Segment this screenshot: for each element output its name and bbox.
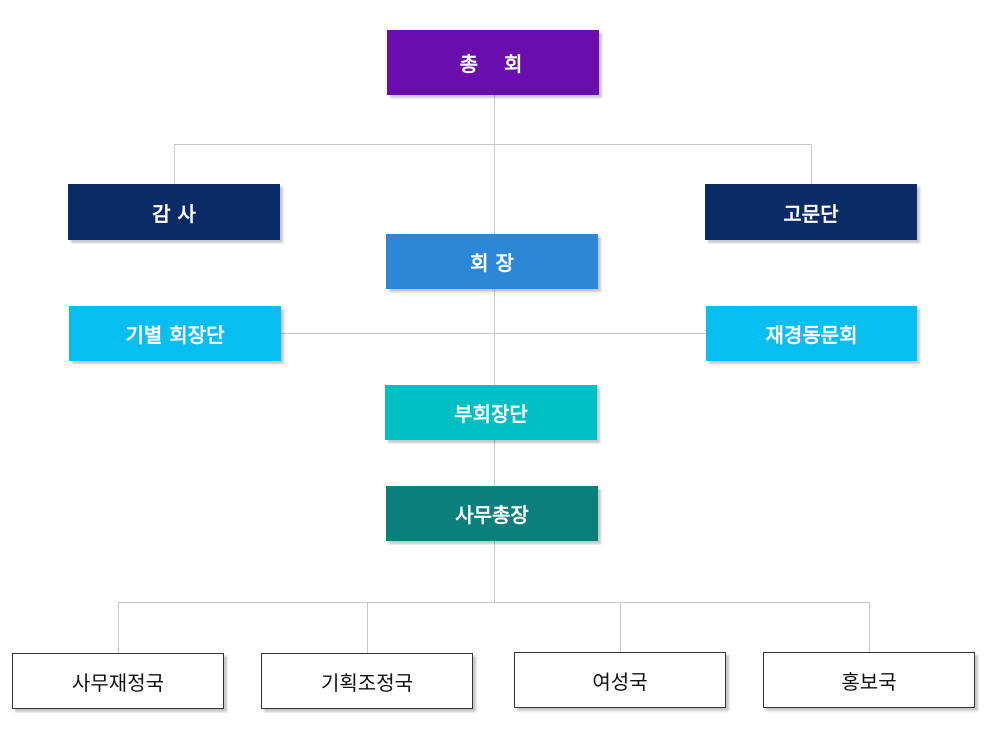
connector-dept-2-drop (367, 602, 368, 653)
dept-planning-box: 기획조정국 (261, 653, 473, 709)
chairman-label: 회 장 (470, 251, 514, 275)
advisory-group-box: 고문단 (705, 184, 917, 240)
auditor-box: 감 사 (68, 184, 280, 240)
advisory-group-label: 고문단 (783, 201, 839, 226)
connector-main-vertical (494, 95, 495, 603)
secretary-general-label: 사무총장 (455, 503, 529, 527)
connector-dept-4-drop (869, 602, 870, 653)
auditor-label: 감 사 (152, 201, 196, 226)
general-assembly-label: 총 회 (459, 52, 527, 76)
alumni-association-label: 재경동문회 (765, 323, 858, 347)
former-chairmen-label: 기별 회장단 (125, 323, 225, 347)
chairman-box: 회 장 (386, 234, 598, 289)
dept-pr-box: 홍보국 (763, 652, 975, 708)
connector-top-horizontal (174, 144, 812, 145)
dept-women-label: 여성국 (592, 669, 648, 694)
connector-auditor-drop (174, 144, 175, 184)
secretary-general-box: 사무총장 (386, 486, 598, 541)
connector-bottom-horizontal (118, 602, 870, 603)
connector-dept-1-drop (118, 602, 119, 653)
alumni-association-box: 재경동문회 (706, 306, 917, 361)
dept-women-box: 여성국 (514, 652, 726, 708)
dept-planning-label: 기획조정국 (321, 670, 413, 695)
connector-advisory-drop (811, 144, 812, 184)
dept-admin-finance-box: 사무재정국 (12, 653, 224, 709)
connector-side-horizontal (280, 333, 707, 334)
vice-chairmen-box: 부회장단 (385, 385, 597, 440)
general-assembly-box: 총 회 (387, 30, 599, 95)
vice-chairmen-label: 부회장단 (454, 402, 528, 426)
dept-pr-label: 홍보국 (841, 669, 897, 694)
connector-dept-3-drop (620, 602, 621, 653)
dept-admin-finance-label: 사무재정국 (72, 670, 164, 695)
former-chairmen-box: 기별 회장단 (69, 306, 281, 361)
